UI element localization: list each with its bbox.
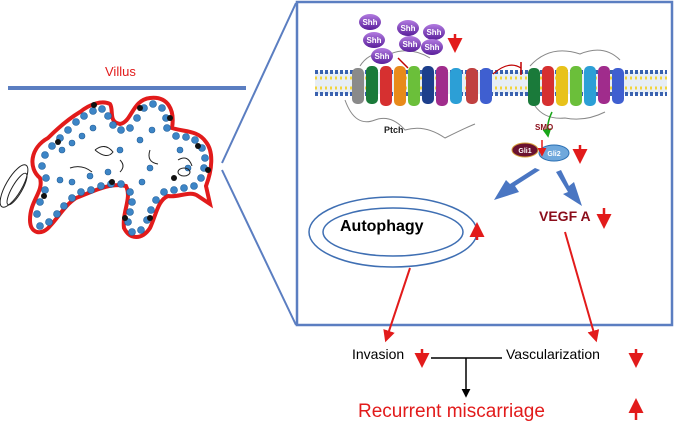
ptch-inhibits-smo-line [492, 64, 522, 75]
villus-side-fragments [0, 164, 29, 208]
autophagy-label: Autophagy [340, 218, 424, 235]
gli-to-autophagy-arrow [494, 168, 540, 200]
shh-ligand-label: Shh [374, 52, 389, 61]
ptch-receptor [344, 50, 492, 139]
shh-inhibits-ptch-bar [397, 57, 409, 69]
gli-to-vegf-arrow [556, 170, 582, 206]
shh-ligands: Shh Shh Shh Shh Shh Shh Shh [359, 14, 445, 64]
gli1-label: Gli1 [518, 148, 531, 155]
villus-dark-cells [41, 102, 211, 221]
autophagy-to-invasion-arrow [383, 267, 411, 343]
invasion-label: Invasion [352, 346, 405, 362]
villus-outline [27, 95, 214, 239]
villus-label: Villus [105, 64, 136, 79]
vegf-label: VEGF A [539, 208, 591, 224]
shh-ligand-label: Shh [402, 40, 417, 49]
shh-ligand-label: Shh [400, 24, 415, 33]
zoom-line-top [221, 2, 297, 164]
villus-inner-layer [33, 100, 209, 236]
recurrent-miscarriage-label: Recurrent miscarriage [358, 401, 545, 422]
smo-to-gli-arrow [542, 111, 553, 138]
autophagy-inner-membrane [322, 207, 464, 257]
smo-receptor [528, 49, 624, 120]
villus-stroma [69, 146, 193, 177]
gli-complex: Gli1 Gli2 [511, 142, 570, 162]
zoom-line-bottom [221, 169, 297, 326]
shh-ligand-label: Shh [424, 43, 439, 52]
shh-ligand-label: Shh [362, 18, 377, 27]
smo-label: SMO [535, 123, 554, 132]
shh-ligand-label: Shh [366, 36, 381, 45]
pathway-frame [295, 0, 674, 327]
ptch-label: Ptch [384, 125, 404, 135]
vegf-to-vascularization-arrow [564, 231, 600, 343]
vascularization-label: Vascularization [506, 346, 600, 362]
shh-ligand-label: Shh [426, 28, 441, 37]
villus-illustration [0, 95, 214, 239]
gli2-label: Gli2 [547, 151, 560, 158]
